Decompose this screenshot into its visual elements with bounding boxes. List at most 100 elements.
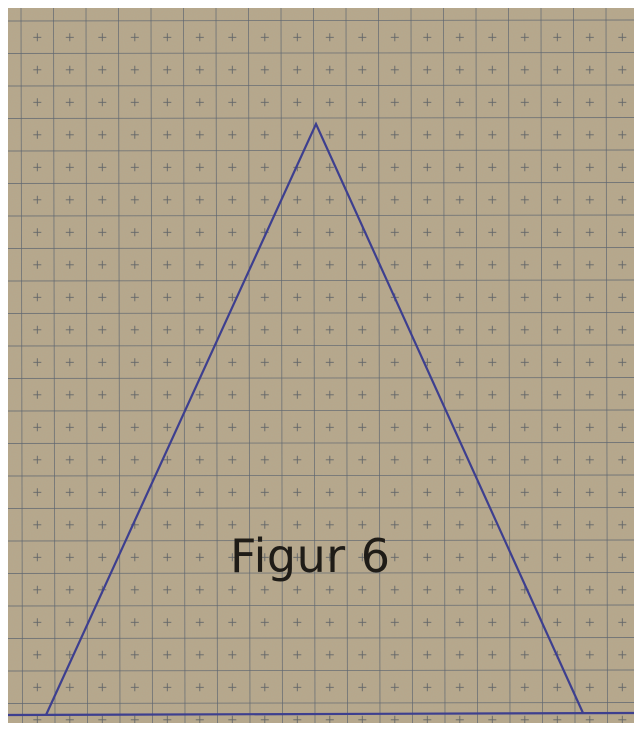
grid-cross-mark <box>488 423 497 432</box>
grid-cross-mark <box>390 228 399 237</box>
grid-cross-mark <box>228 683 237 692</box>
grid-horizontal-line <box>8 52 634 54</box>
grid-cross-mark <box>260 488 269 497</box>
grid-cross-mark <box>293 33 302 42</box>
grid-cross-mark <box>130 715 139 723</box>
grid-cross-mark <box>423 163 432 172</box>
grid-cross-mark <box>130 98 139 107</box>
grid-cross-mark <box>455 65 464 74</box>
grid-cross-mark <box>423 65 432 74</box>
grid-cross-mark <box>585 260 594 269</box>
grid-cross-mark <box>618 358 627 367</box>
triangle-baseline <box>8 711 634 717</box>
grid-cross-mark <box>228 488 237 497</box>
grid-cross-mark <box>98 358 107 367</box>
grid-cross-mark <box>390 130 399 139</box>
grid-cross-mark <box>293 325 302 334</box>
grid-cross-mark <box>618 260 627 269</box>
grid-cross-mark <box>195 228 204 237</box>
grid-cross-mark <box>65 618 74 627</box>
grid-cross-mark <box>65 585 74 594</box>
grid-cross-mark <box>358 65 367 74</box>
grid-cross-mark <box>520 325 529 334</box>
grid-cross-mark <box>228 293 237 302</box>
grid-cross-mark <box>260 585 269 594</box>
triangle-outline <box>44 121 585 716</box>
grid-cross-mark <box>98 390 107 399</box>
grid-cross-mark <box>618 390 627 399</box>
grid-cross-mark <box>228 65 237 74</box>
grid-cross-mark <box>163 520 172 529</box>
grid-horizontal-line <box>8 539 634 542</box>
grid-cross-mark <box>293 195 302 204</box>
grid-cross-mark <box>488 325 497 334</box>
grid-cross-mark <box>423 228 432 237</box>
grid-cross-mark <box>455 163 464 172</box>
grid-cross-mark <box>488 130 497 139</box>
grid-cross-mark <box>520 33 529 42</box>
grid-cross-mark <box>455 228 464 237</box>
grid-cross-mark <box>520 488 529 497</box>
grid-cross-mark <box>618 553 627 562</box>
grid-cross-mark <box>585 488 594 497</box>
grid-horizontal-line <box>8 279 634 282</box>
grid-cross-mark <box>293 98 302 107</box>
grid-cross-mark <box>260 130 269 139</box>
grid-cross-mark <box>390 488 399 497</box>
grid-vertical-line <box>150 8 153 723</box>
grid-cross-mark <box>33 585 42 594</box>
grid-cross-mark <box>163 33 172 42</box>
grid-cross-mark <box>423 553 432 562</box>
grid-cross-mark <box>455 195 464 204</box>
grid-cross-mark <box>390 358 399 367</box>
grid-cross-mark <box>390 683 399 692</box>
grid-cross-mark <box>585 455 594 464</box>
grid-cross-mark <box>455 260 464 269</box>
grid-cross-mark <box>390 715 399 723</box>
grid-vertical-line <box>183 8 186 723</box>
grid-cross-mark <box>293 228 302 237</box>
grid-cross-mark <box>390 650 399 659</box>
grid-cross-mark <box>260 260 269 269</box>
grid-cross-mark <box>260 553 269 562</box>
grid-cross-mark <box>228 423 237 432</box>
grid-cross-mark <box>585 98 594 107</box>
grid-cross-mark <box>293 260 302 269</box>
grid-cross-mark <box>488 650 497 659</box>
grid-cross-mark <box>325 488 334 497</box>
grid-horizontal-line <box>8 474 634 477</box>
grid-cross-mark <box>553 488 562 497</box>
grid-cross-mark <box>618 455 627 464</box>
grid-cross-mark <box>163 553 172 562</box>
grid-cross-mark <box>618 33 627 42</box>
grid-cross-mark <box>585 65 594 74</box>
grid-cross-mark <box>228 455 237 464</box>
grid-cross-mark <box>618 520 627 529</box>
grid-cross-mark <box>65 683 74 692</box>
grid-cross-mark <box>455 683 464 692</box>
grid-horizontal-line <box>8 344 634 347</box>
grid-cross-mark <box>228 618 237 627</box>
grid-cross-mark <box>488 293 497 302</box>
grid-cross-mark <box>553 423 562 432</box>
grid-cross-mark <box>33 130 42 139</box>
grid-cross-mark <box>228 520 237 529</box>
grid-cross-mark <box>130 390 139 399</box>
grid-cross-mark <box>163 423 172 432</box>
grid-cross-mark <box>293 618 302 627</box>
grid-cross-mark <box>423 98 432 107</box>
grid-cross-mark <box>325 293 334 302</box>
grid-cross-mark <box>488 715 497 723</box>
grid-cross-mark <box>488 163 497 172</box>
grid-cross-mark <box>585 163 594 172</box>
grid-cross-mark <box>163 715 172 723</box>
grid-cross-mark <box>33 163 42 172</box>
grid-cross-mark <box>455 455 464 464</box>
grid-cross-mark <box>390 455 399 464</box>
grid-cross-mark <box>195 390 204 399</box>
grid-cross-mark <box>390 260 399 269</box>
grid-cross-mark <box>390 163 399 172</box>
grid-cross-mark <box>585 520 594 529</box>
grid-cross-mark <box>488 585 497 594</box>
grid-cross-mark <box>585 33 594 42</box>
